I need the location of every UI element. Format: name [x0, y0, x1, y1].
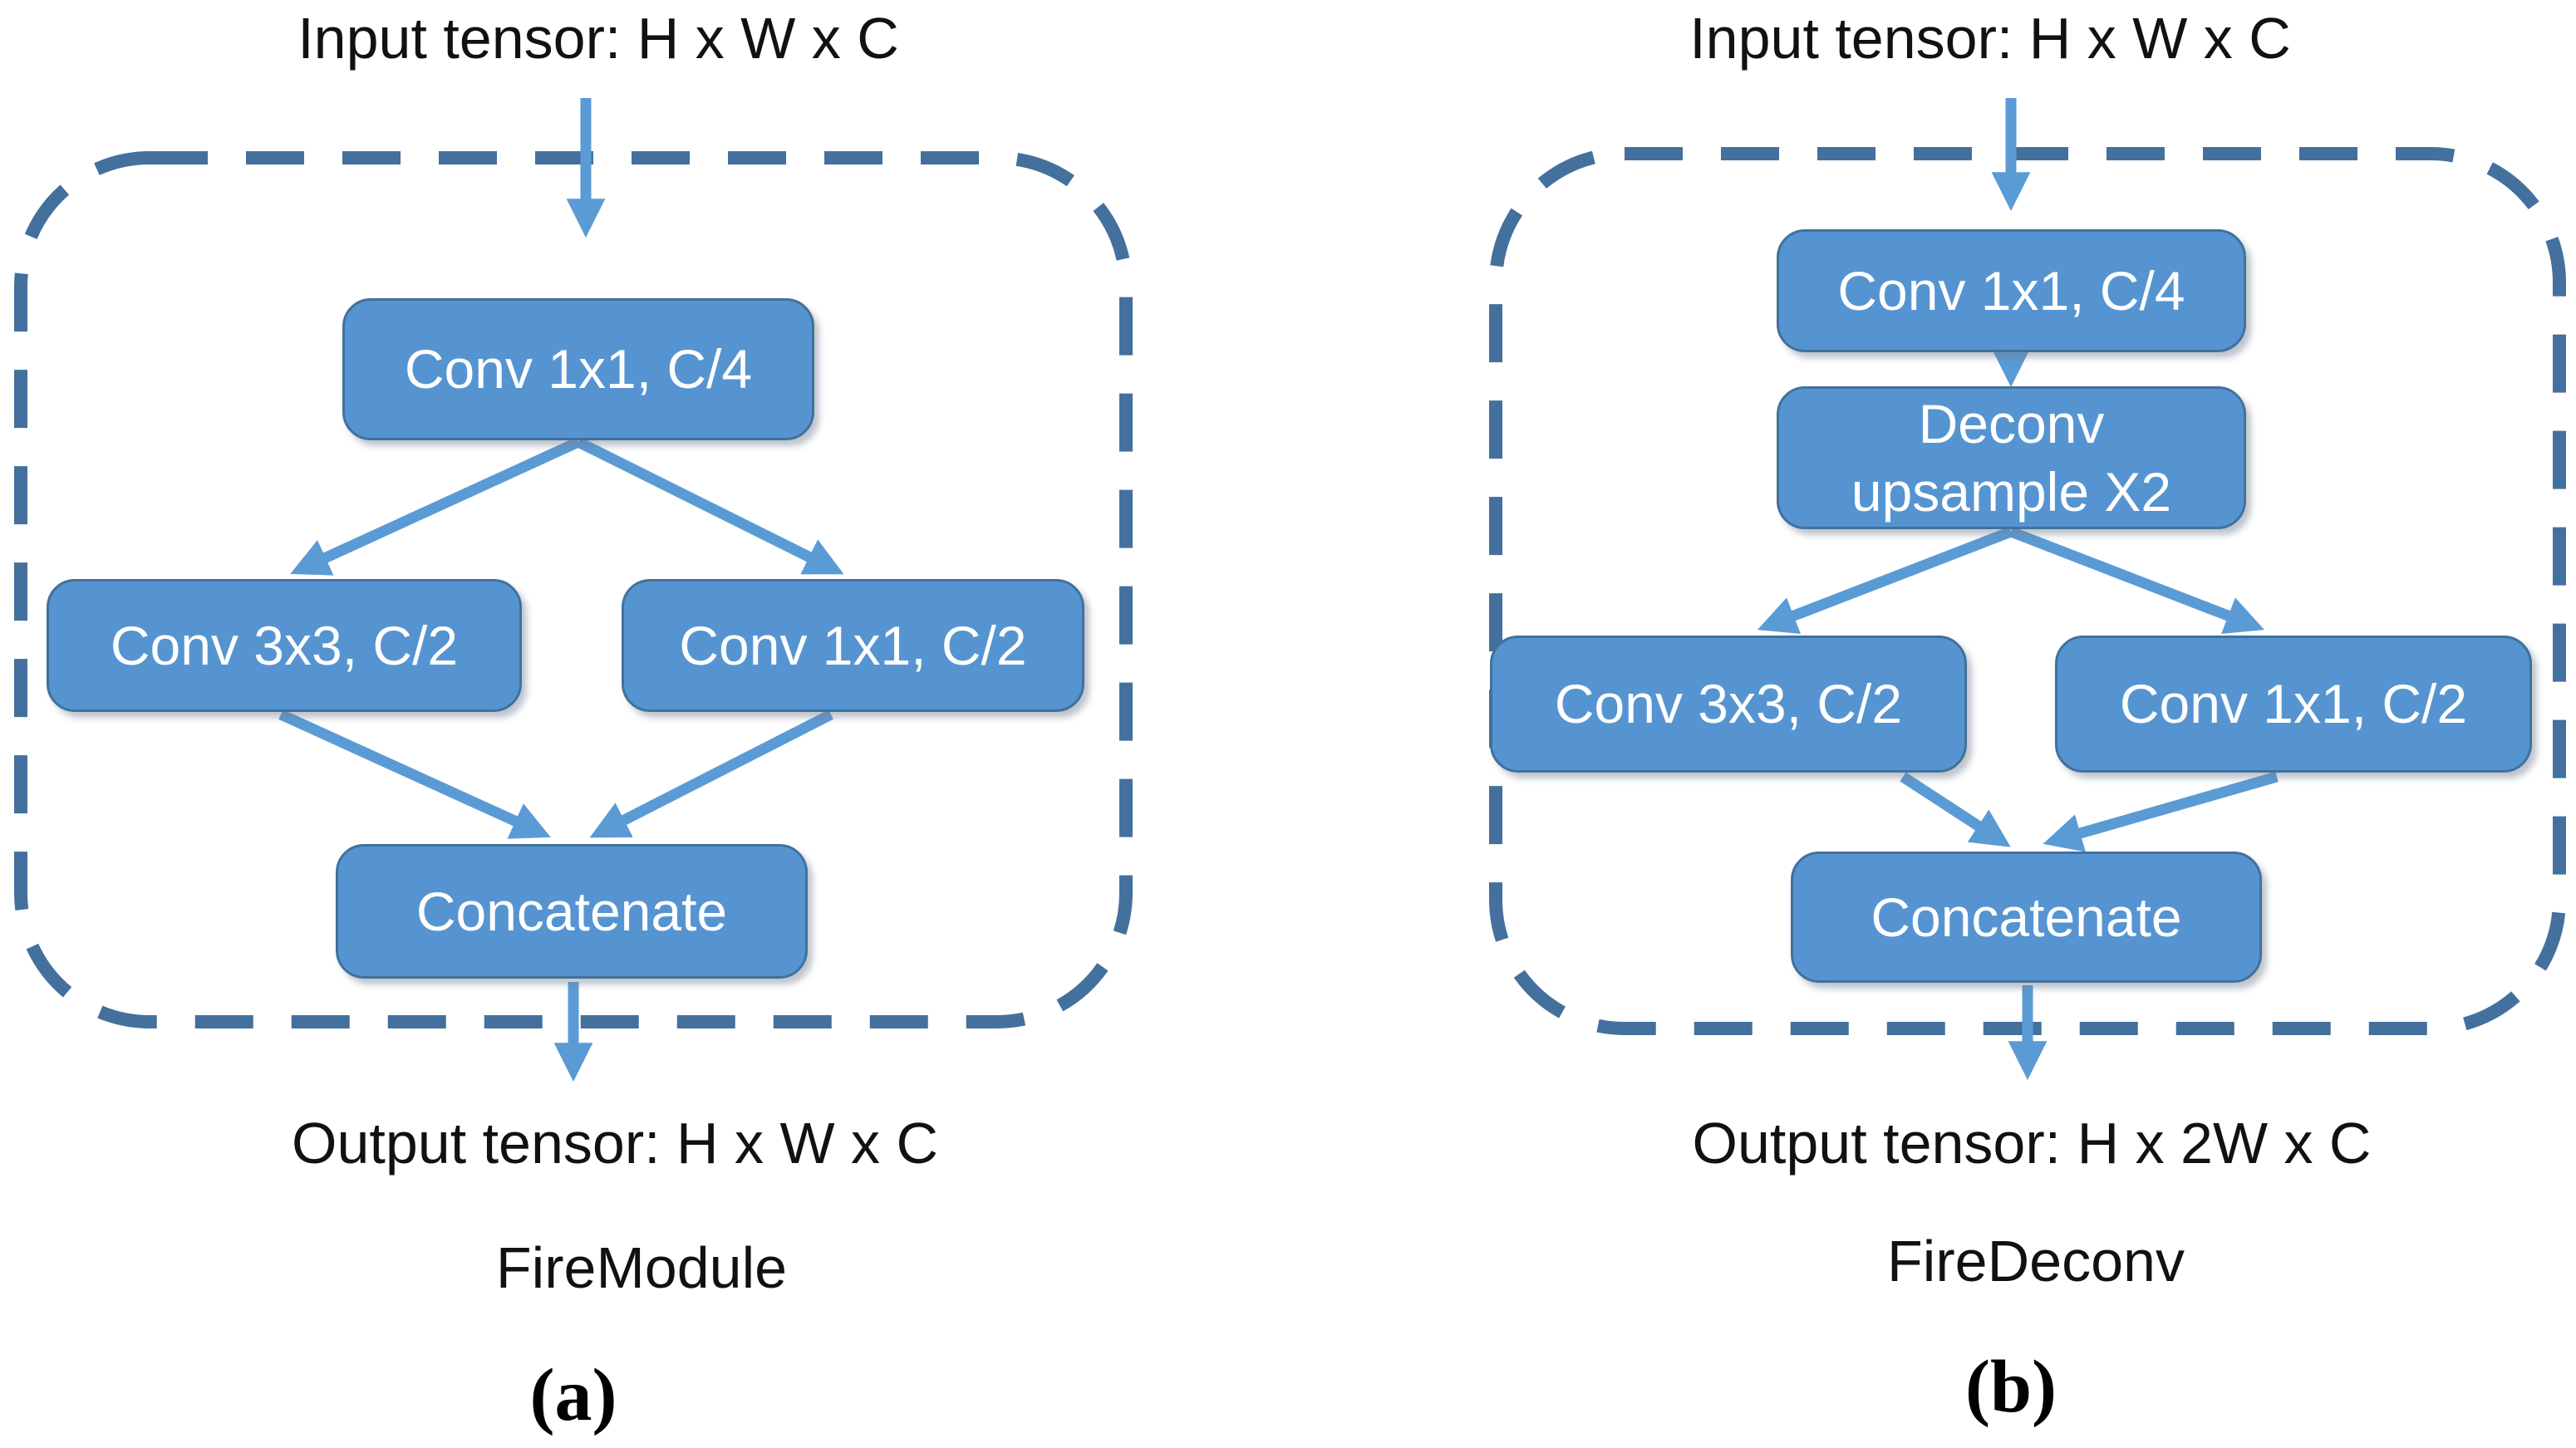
arrow-squeeze-to-expand3-a	[290, 437, 581, 576]
node-conv1x1-c2-a: Conv 1x1, C/2	[622, 579, 1084, 712]
input-tensor-label-b: Input tensor: H x W x C	[1689, 6, 2291, 71]
node-conv1x1-c4-b: Conv 1x1, C/4	[1777, 229, 2246, 352]
subfigure-caption-b: (b)	[1965, 1346, 2057, 1428]
module-boundary-a	[14, 151, 1133, 1028]
node-deconv-upsample-b: Deconv upsample X2	[1777, 386, 2246, 529]
node-concatenate-a: Concatenate	[336, 844, 808, 979]
node-conv1x1-c4-a: Conv 1x1, C/4	[342, 298, 814, 440]
arrow-expand1-to-concat-b	[2043, 771, 2279, 852]
module-name-b: FireDeconv	[1887, 1229, 2185, 1293]
node-conv3x3-c2-b: Conv 3x3, C/2	[1490, 636, 1967, 773]
node-concatenate-b: Concatenate	[1791, 852, 2262, 983]
subfigure-caption-a: (a)	[529, 1354, 617, 1436]
node-conv1x1-c2-b: Conv 1x1, C/2	[2055, 636, 2532, 773]
output-tensor-label-b: Output tensor: H x 2W x C	[1692, 1111, 2372, 1176]
arrow-expand3-to-concat-a	[278, 709, 551, 839]
arrow-expand3-to-concat-b	[1900, 772, 2011, 847]
output-tensor-label-a: Output tensor: H x W x C	[292, 1111, 938, 1176]
module-name-a: FireModule	[495, 1235, 788, 1300]
arrow-squeeze-to-expand1-a	[576, 437, 844, 575]
arrow-deconv-to-expand3-b	[1757, 526, 2013, 634]
node-conv3x3-c2-a: Conv 3x3, C/2	[47, 579, 522, 712]
arrow-deconv-to-expand1-b	[2008, 526, 2265, 634]
arrow-expand1-to-concat-a	[589, 709, 833, 838]
input-tensor-label-a: Input tensor: H x W x C	[297, 6, 899, 71]
